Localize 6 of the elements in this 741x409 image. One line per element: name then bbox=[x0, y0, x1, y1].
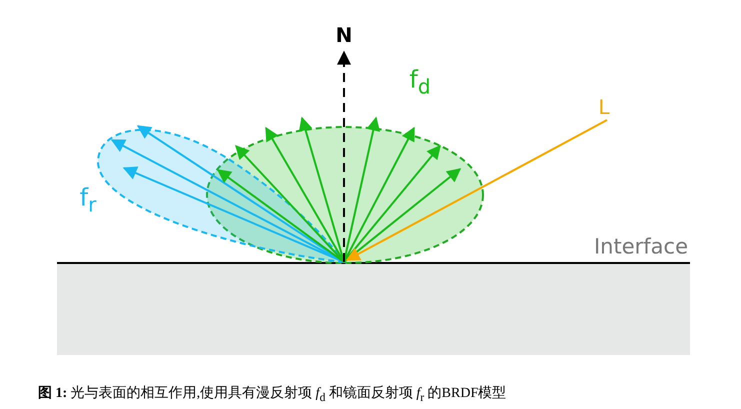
light-label: L bbox=[598, 97, 610, 117]
normal-label: N bbox=[336, 25, 352, 45]
specular-term-label: f$_{r}$ bbox=[80, 186, 96, 214]
interface-label: Interface bbox=[594, 236, 688, 258]
diffuse-term-label: f$_{d}$ bbox=[409, 68, 431, 96]
figure-caption: 图 1: 光与表面的相互作用,使用具有漫反射项 f$_{d}$ 和镜面反射项 f$_{r}$ 的BRDF模型 bbox=[38, 384, 506, 404]
